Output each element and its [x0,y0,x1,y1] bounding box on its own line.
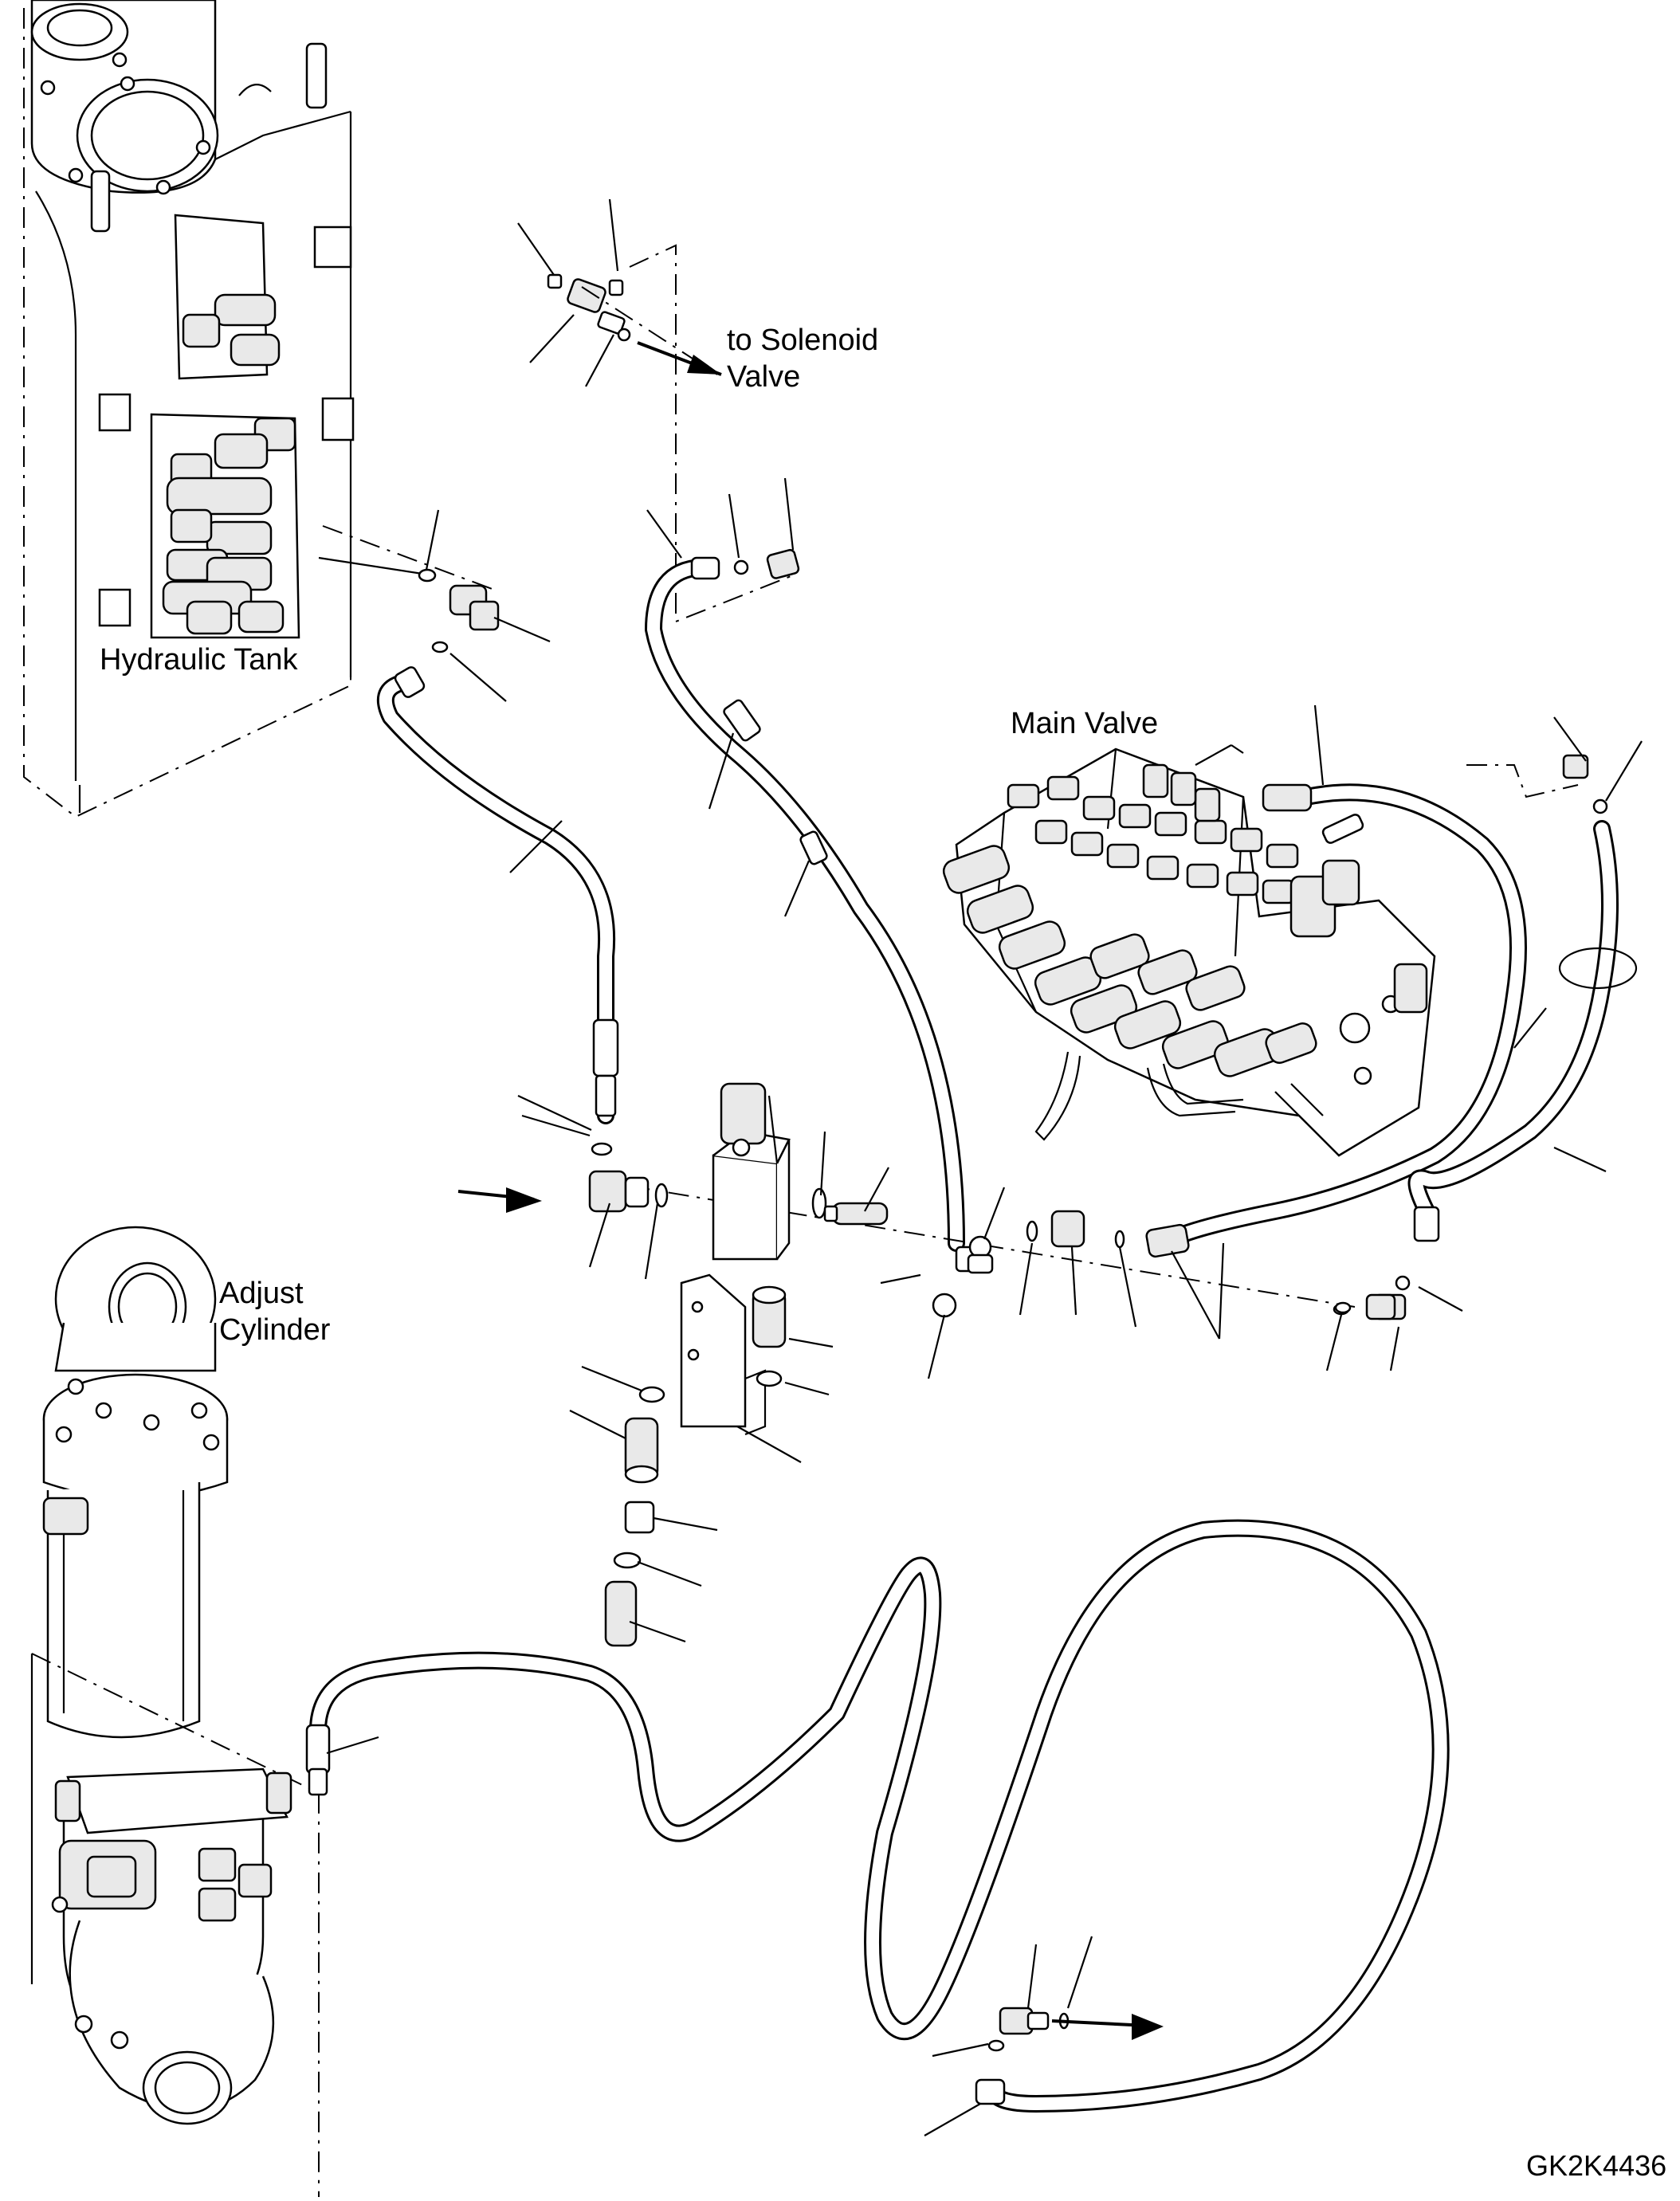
tank-port-fitting [322,509,551,702]
hydraulic-tank-label: Hydraulic Tank [100,643,298,677]
main-valve-label: Main Valve [1011,707,1159,740]
cylinder-loop-hose [305,1519,1450,2136]
to-solenoid-valve-label: to Solenoid Valve [727,324,879,394]
main-valve-hose [1145,704,1527,1340]
hydraulic-tank-drawing [23,0,423,818]
main-valve-drawing [942,744,1436,1157]
solenoid-line-fitting [517,198,798,623]
adjust-cylinder-drawing [30,1226,320,2201]
adjust-cylinder-label: Adjust Cylinder [219,1277,331,1347]
mounting-bracket [569,1273,834,1647]
drawing-code-label: GK2K4436 [1526,2149,1667,2182]
tank-return-hose [376,666,619,1156]
check-valve-assembly [457,1082,1396,1340]
solenoid-hose [645,477,979,1379]
